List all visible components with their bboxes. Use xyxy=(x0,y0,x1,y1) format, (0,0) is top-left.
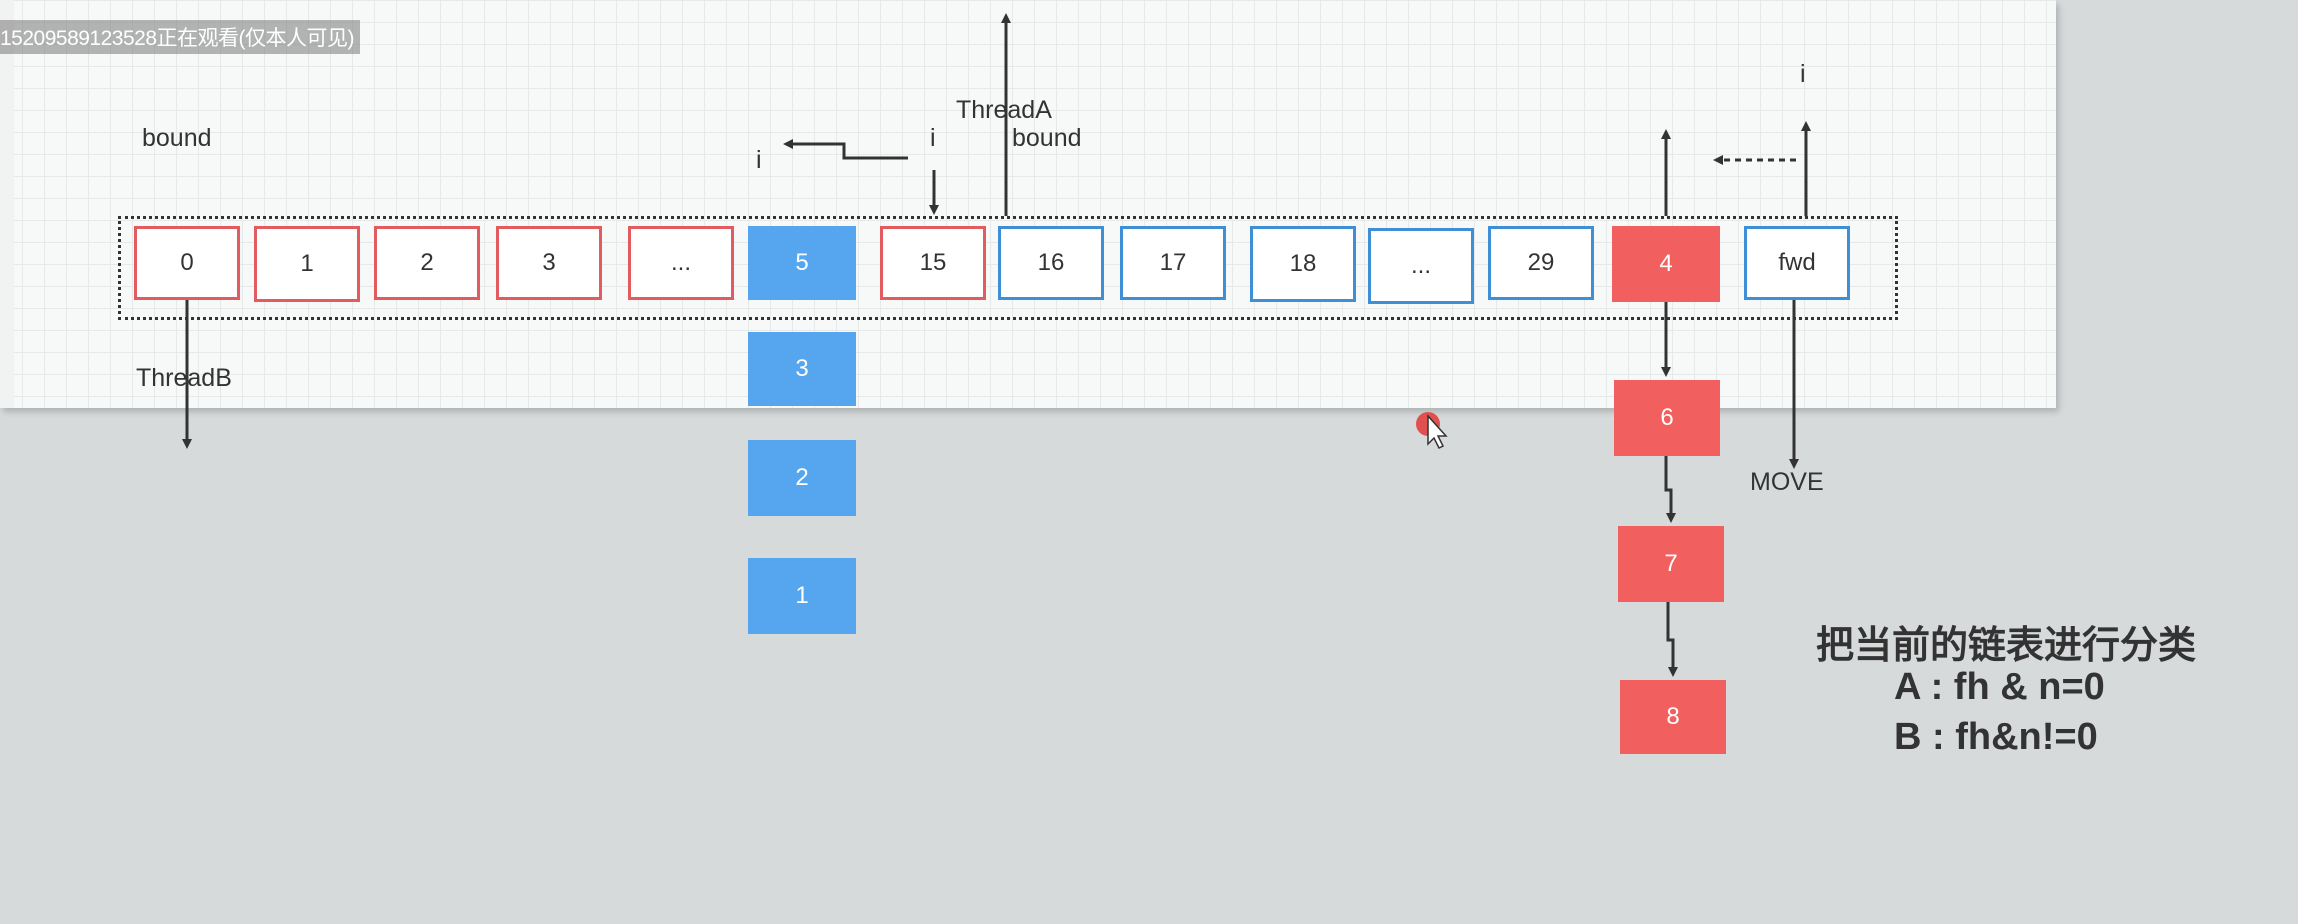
chain-arrow-6-7 xyxy=(1664,456,1676,523)
chain-node-6: 6 xyxy=(1614,380,1720,456)
array-cell-16: 16 xyxy=(998,226,1104,300)
i-label-mid: i xyxy=(930,124,936,152)
note-line-b: B : fh&n!=0 xyxy=(1894,716,2098,758)
i-label-right: i xyxy=(1800,60,1806,88)
move-label: MOVE xyxy=(1750,468,1824,496)
array-cell-5: 5 xyxy=(748,226,856,300)
array-cell-4: 4 xyxy=(1612,226,1720,302)
array-cell-0: 0 xyxy=(134,226,240,300)
chain-node-8: 8 xyxy=(1620,680,1726,754)
viewer-watermark: 15209589123528正在观看(仅本人可见) xyxy=(0,20,360,54)
array-cell-ellipsis-right: ... xyxy=(1368,228,1474,304)
array-cell-fwd: fwd xyxy=(1744,226,1850,300)
note-line-a: A : fh & n=0 xyxy=(1894,666,2105,708)
chain-arrow-7-8 xyxy=(1666,602,1678,677)
thread-a-label: ThreadA xyxy=(956,96,1052,124)
array-cell-2: 2 xyxy=(374,226,480,300)
i-label-left: i xyxy=(756,146,762,174)
cursor-icon xyxy=(1427,414,1448,450)
array-cell-3: 3 xyxy=(496,226,602,300)
array-cell-ellipsis-left: ... xyxy=(628,226,734,300)
chain-node-2: 2 xyxy=(748,440,856,516)
bound-label-left: bound xyxy=(142,124,212,152)
chain-node-1: 1 xyxy=(748,558,856,634)
note-title: 把当前的链表进行分类 xyxy=(1816,625,2197,667)
diagram-canvas xyxy=(0,0,2056,408)
array-cell-29: 29 xyxy=(1488,226,1594,300)
array-cell-18: 18 xyxy=(1250,226,1356,302)
array-cell-1: 1 xyxy=(254,226,360,302)
array-cell-15: 15 xyxy=(880,226,986,300)
array-cell-17: 17 xyxy=(1120,226,1226,300)
table-array-frame xyxy=(118,216,1898,320)
thread-b-label: ThreadB xyxy=(136,364,232,392)
bound-label-mid: bound xyxy=(1012,124,1082,152)
chain-node-3: 3 xyxy=(748,332,856,406)
chain-node-7: 7 xyxy=(1618,526,1724,602)
i-left-arrow xyxy=(783,139,908,160)
canvas-edge xyxy=(0,0,14,408)
